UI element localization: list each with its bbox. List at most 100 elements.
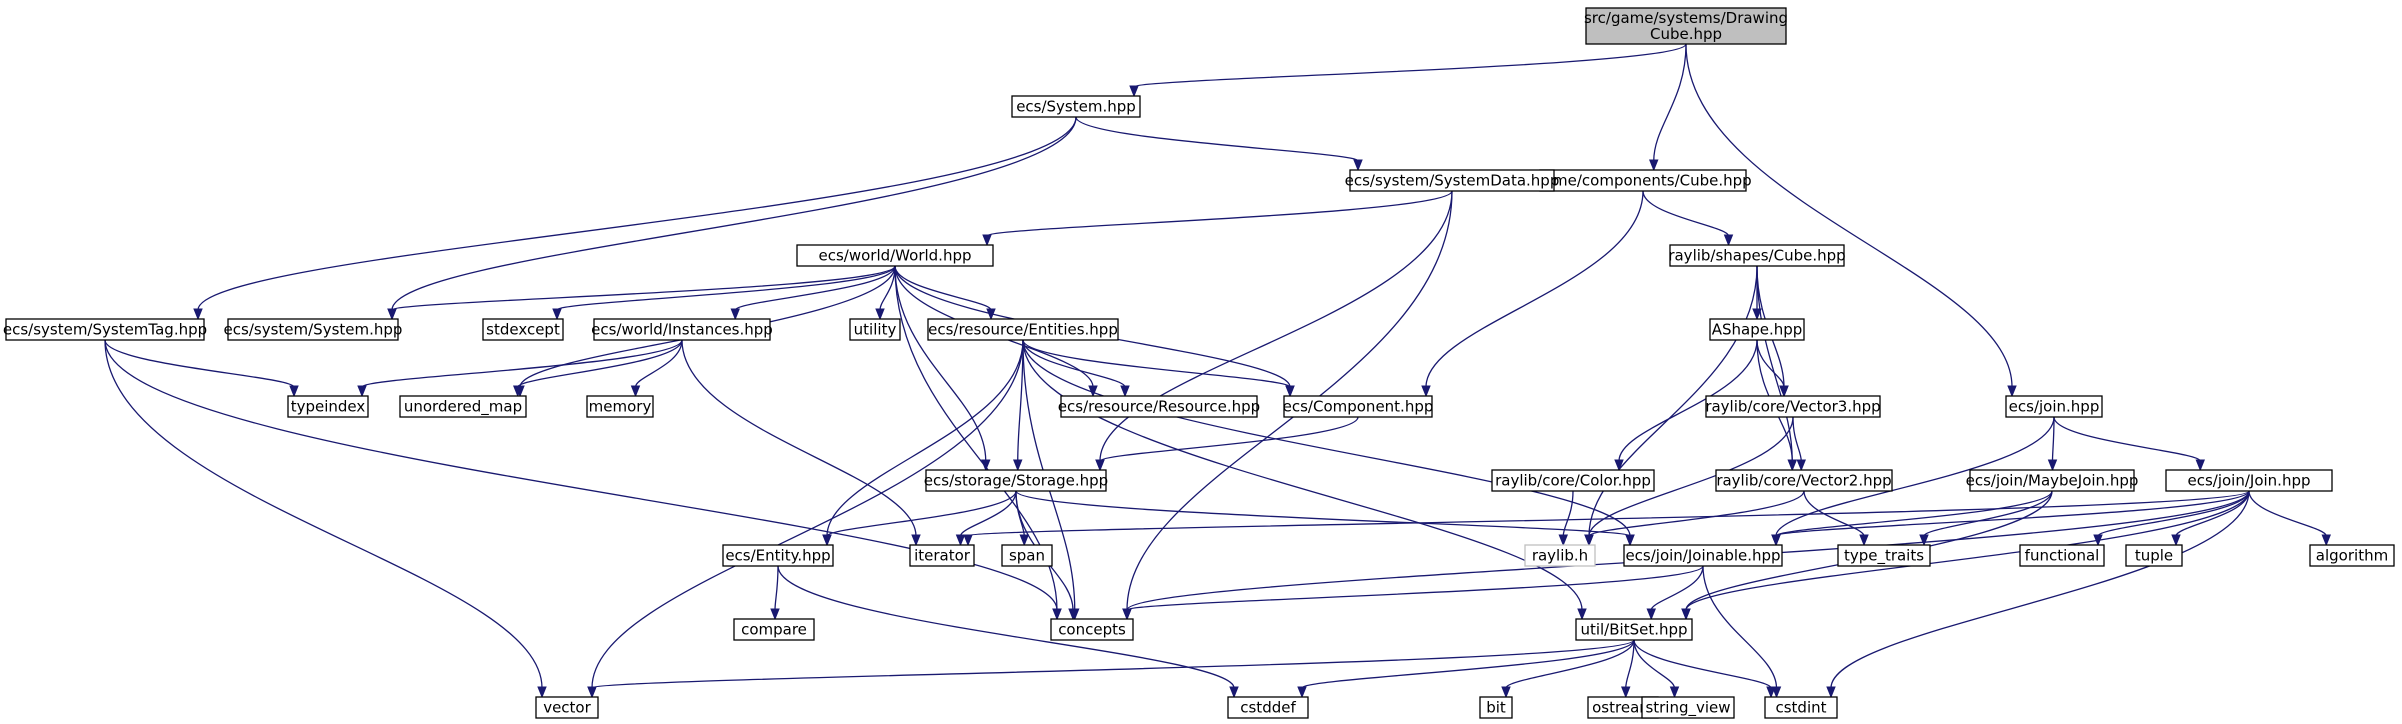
- edge-rlcube-to-vec2: [1756, 265, 1797, 472]
- node-box: [2125, 544, 2183, 567]
- node-typeindex[interactable]: typeindex: [287, 395, 369, 418]
- node-instances[interactable]: ecs/world/Instances.hpp: [591, 318, 773, 341]
- node-box: [1001, 544, 1053, 567]
- node-concepts[interactable]: concepts: [1050, 618, 1134, 641]
- node-syssys[interactable]: ecs/system/System.hpp: [224, 318, 403, 341]
- node-label: vector: [543, 699, 591, 717]
- node-storage[interactable]: ecs/storage/Storage.hpp: [924, 469, 1108, 492]
- node-box: [1669, 244, 1845, 267]
- node-join[interactable]: ecs/join.hpp: [2005, 395, 2103, 418]
- node-bitset[interactable]: util/BitSet.hpp: [1575, 618, 1693, 641]
- node-box: [1705, 395, 1881, 418]
- node-label: raylib/shapes/Cube.hpp: [1668, 247, 1845, 265]
- node-label: tuple: [2135, 547, 2173, 565]
- node-ashape[interactable]: AShape.hpp: [1709, 318, 1805, 341]
- node-memory[interactable]: memory: [586, 395, 654, 418]
- node-system[interactable]: ecs/System.hpp: [1011, 95, 1141, 118]
- edge-entities-to-vector: [587, 339, 1024, 699]
- edge-line: [1301, 639, 1635, 689]
- edge-instances-to-iterator: [681, 339, 921, 547]
- arrowhead: [513, 385, 523, 398]
- edge-line: [1685, 43, 2013, 388]
- edge-line: [1775, 416, 2055, 537]
- node-box: [399, 395, 527, 418]
- node-tuple[interactable]: tuple: [2125, 544, 2183, 567]
- edge-joinjoin-to-joinable: [1771, 490, 2250, 547]
- edge-line: [826, 490, 1017, 537]
- node-bit[interactable]: bit: [1479, 696, 1513, 719]
- node-joinjoin[interactable]: ecs/join/Join.hpp: [2165, 469, 2333, 492]
- node-box: [1060, 395, 1258, 418]
- node-stringview[interactable]: string_view: [1641, 696, 1735, 719]
- edge-systag-to-concepts: [104, 339, 1062, 621]
- node-joinable[interactable]: ecs/join/Joinable.hpp: [1623, 544, 1783, 567]
- node-cstdint[interactable]: cstdint: [1764, 696, 1838, 719]
- arrowhead: [387, 308, 397, 321]
- edge-line: [1685, 490, 2250, 611]
- node-gamecube[interactable]: game/components/Cube.hpp: [1534, 169, 1752, 192]
- node-ostream[interactable]: ostream: [1587, 696, 1659, 719]
- node-color[interactable]: raylib/core/Color.hpp: [1491, 469, 1655, 492]
- edge-ashape-to-color: [1614, 339, 1758, 472]
- node-world[interactable]: ecs/world/World.hpp: [796, 244, 994, 267]
- node-resource[interactable]: ecs/resource/Resource.hpp: [1058, 395, 1260, 418]
- node-box: [1227, 696, 1309, 719]
- edge-systag-to-vector: [104, 339, 547, 699]
- node-maybejoin[interactable]: ecs/join/MaybeJoin.hpp: [1966, 469, 2139, 492]
- edge-entities-to-storage: [1013, 339, 1024, 472]
- edge-bitset-to-cstdint: [1633, 639, 1776, 699]
- node-box: [1585, 7, 1787, 45]
- node-entities[interactable]: ecs/resource/Entities.hpp: [927, 318, 1119, 341]
- arrowhead: [1019, 534, 1029, 547]
- node-vec3[interactable]: raylib/core/Vector3.hpp: [1705, 395, 1881, 418]
- node-algorithm[interactable]: algorithm: [2309, 544, 2395, 567]
- node-box: [1050, 618, 1134, 641]
- edge-line: [1775, 490, 2053, 537]
- node-label: span: [1009, 547, 1045, 565]
- node-rlcube[interactable]: raylib/shapes/Cube.hpp: [1668, 244, 1846, 267]
- edge-entities-to-resource: [1022, 339, 1130, 398]
- edge-instances-to-memory: [630, 339, 683, 398]
- edge-line: [1642, 190, 1730, 237]
- node-utility[interactable]: utility: [849, 318, 901, 341]
- edge-system-to-systag: [193, 116, 1077, 321]
- edge-line: [1702, 565, 1778, 689]
- node-umap[interactable]: unordered_map: [399, 395, 527, 418]
- node-box: [1575, 618, 1693, 641]
- node-entity[interactable]: ecs/Entity.hpp: [722, 544, 834, 567]
- arrowhead: [730, 308, 740, 321]
- node-raylibh[interactable]: raylib.h: [1524, 544, 1596, 567]
- edge-join-to-maybejoin: [2047, 416, 2058, 472]
- node-label: algorithm: [2316, 547, 2388, 565]
- node-label: ecs/system/System.hpp: [224, 321, 403, 339]
- node-sysdata[interactable]: ecs/system/SystemData.hpp: [1345, 169, 1560, 192]
- node-label: unordered_map: [404, 398, 522, 417]
- edge-line: [556, 265, 896, 311]
- node-box: [2019, 544, 2105, 567]
- node-functional[interactable]: functional: [2019, 544, 2105, 567]
- node-label: functional: [2025, 547, 2100, 565]
- arrowhead: [2195, 459, 2205, 472]
- node-typetraits[interactable]: type_traits: [1837, 544, 1931, 567]
- node-stdexcept[interactable]: stdexcept: [482, 318, 564, 341]
- edge-line: [1022, 339, 1291, 388]
- arrowhead: [1013, 459, 1023, 472]
- edge-storage-to-span: [1015, 490, 1029, 547]
- node-vector[interactable]: vector: [535, 696, 599, 719]
- node-cstddef[interactable]: cstddef: [1227, 696, 1309, 719]
- node-vec2[interactable]: raylib/core/Vector2.hpp: [1715, 469, 1893, 492]
- arrowhead: [981, 459, 991, 472]
- edge-line: [1650, 565, 1704, 611]
- edge-line: [1775, 490, 2250, 537]
- node-iterator[interactable]: iterator: [909, 544, 975, 567]
- arrowhead: [911, 534, 921, 547]
- node-component[interactable]: ecs/Component.hpp: [1283, 395, 1434, 418]
- node-systag[interactable]: ecs/system/SystemTag.hpp: [3, 318, 207, 341]
- edge-line: [1133, 43, 1687, 88]
- node-compare[interactable]: compare: [733, 618, 815, 641]
- node-span[interactable]: span: [1001, 544, 1053, 567]
- node-label: type_traits: [1844, 547, 1924, 566]
- edge-joinjoin-to-tuple: [2171, 490, 2250, 547]
